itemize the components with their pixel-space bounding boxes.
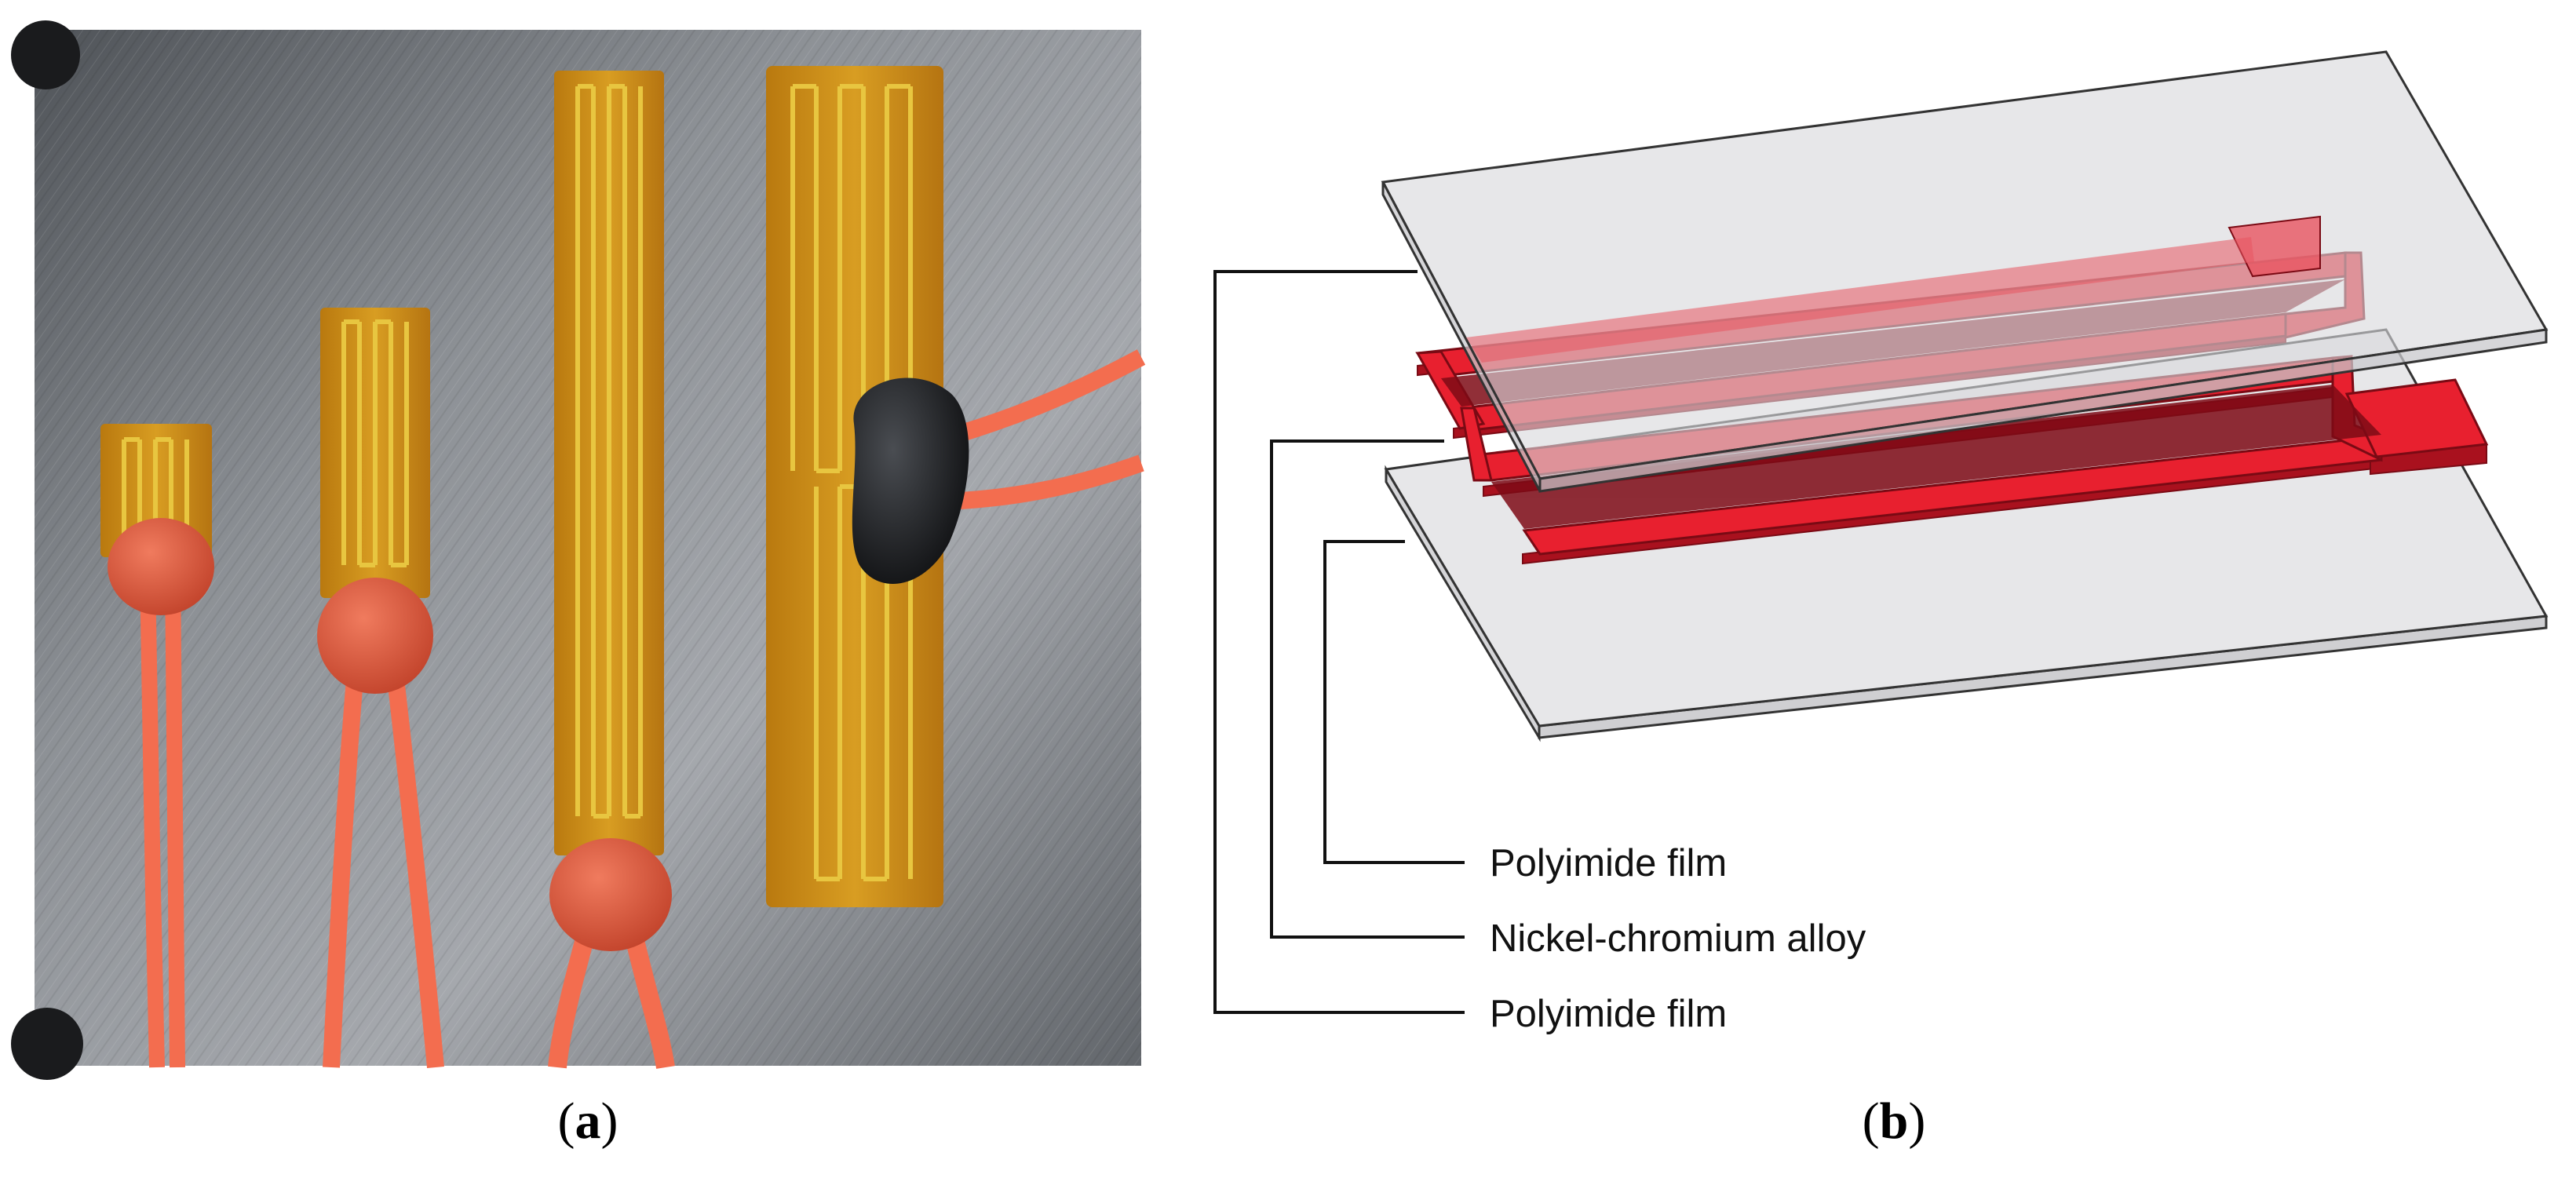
caption-a: (a) [558, 1092, 618, 1150]
top-polyimide-layer [1381, 50, 2549, 493]
leader-bottom-film [1323, 540, 1465, 864]
epoxy-blob-medium [317, 578, 433, 694]
epoxy-blob-long [549, 838, 672, 951]
heater-small [100, 424, 214, 1068]
caption-b: (b) [1863, 1092, 1926, 1150]
leader-top-film [1213, 270, 1465, 1014]
black-sensor-blob [852, 377, 969, 584]
upper-trace-overlay [1466, 215, 2321, 363]
leader-alloy [1270, 439, 1465, 939]
heater-long [548, 71, 675, 1069]
epoxy-blob-small [108, 518, 214, 615]
panel-b-diagram: Polyimide film Nickel-chromium alloy Pol… [1213, 50, 2549, 1035]
heater-wide [766, 66, 1146, 907]
leader-lines [1213, 270, 1465, 1014]
wire-small-2 [165, 572, 185, 1068]
label-nickel-chromium-alloy: Nickel-chromium alloy [1490, 917, 1866, 960]
label-polyimide-film-top: Polyimide film [1490, 993, 1727, 1035]
wire-medium-1 [323, 651, 366, 1068]
label-polyimide-film-bottom: Polyimide film [1490, 842, 1727, 884]
plate-hole-top [11, 20, 80, 89]
plate-hole-bottom [11, 1008, 83, 1080]
wire-medium-2 [384, 650, 444, 1069]
panel-a-photo [11, 20, 1146, 1080]
wire-small-1 [140, 572, 165, 1068]
heater-medium [317, 308, 444, 1069]
